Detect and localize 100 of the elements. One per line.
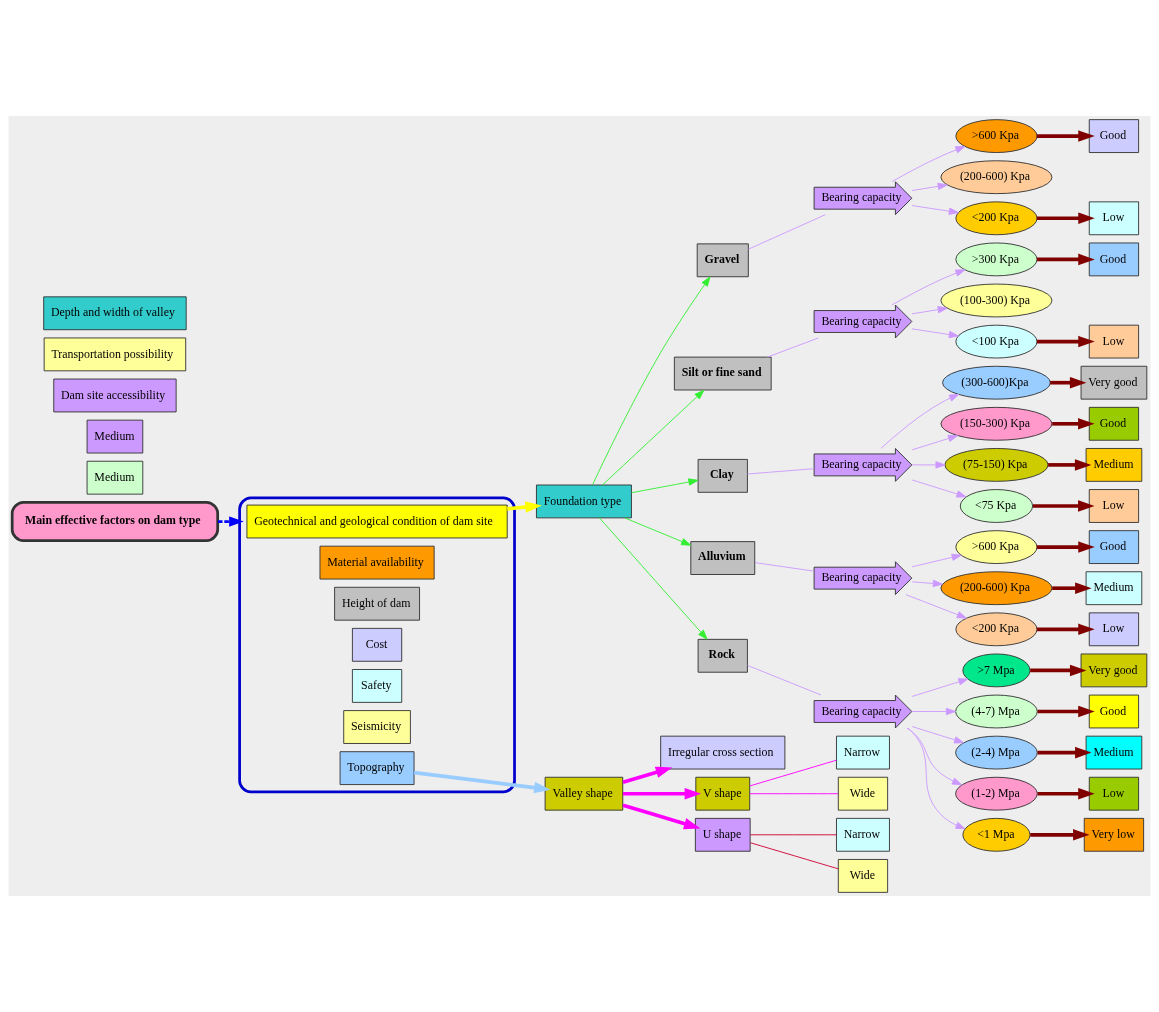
arrow: [911, 328, 959, 339]
connector: [754, 562, 815, 572]
node-box: Foundation type: [536, 484, 632, 519]
connector: [749, 759, 837, 787]
node-ellipse: <100 Kpa: [955, 324, 1038, 359]
arrow: [599, 517, 708, 640]
arrow: [1030, 829, 1090, 841]
node-box: Narrow: [836, 735, 890, 770]
arrow: [622, 803, 701, 830]
node-box: Material availability: [319, 545, 435, 580]
node-box: Good: [1088, 530, 1140, 564]
node-box: Clay: [697, 458, 748, 493]
arrow: [911, 553, 962, 568]
arrow: [1050, 376, 1087, 389]
arrow: [413, 770, 551, 794]
arrow: [622, 766, 673, 784]
arrow: [911, 726, 965, 744]
node-box: Very good: [1080, 365, 1148, 400]
arrow: [911, 479, 967, 498]
node-ellipse: <200 Kpa: [955, 201, 1038, 236]
node-ellipse: (200-600) Kpa: [940, 160, 1053, 195]
node-box: Good: [1088, 119, 1140, 153]
arrow: [602, 389, 705, 486]
node-box: Height of dam: [334, 586, 420, 621]
connector: [747, 214, 826, 250]
cluster: [238, 496, 516, 794]
node-box: Dam site accessibility: [53, 378, 177, 413]
arrow: [507, 501, 542, 513]
connector: [749, 834, 837, 836]
node-box: Very good: [1080, 653, 1148, 688]
arrow: [1037, 705, 1095, 718]
node-ellipse: >600 Kpa: [955, 530, 1038, 564]
node-box: Medium: [1085, 571, 1143, 606]
node-box: Medium: [86, 460, 144, 495]
arrow: [911, 205, 959, 215]
node-box: V shape: [695, 776, 751, 811]
node-box: Good: [1088, 242, 1140, 277]
node-box: Depth and width of valley: [43, 296, 187, 331]
connector: [747, 468, 815, 475]
arrow: [911, 182, 948, 191]
node-box: Low: [1088, 324, 1140, 359]
connector: [747, 664, 822, 696]
node-box: Silt or fine sand: [673, 356, 772, 391]
node-box: Narrow: [836, 817, 890, 852]
arrow: [592, 276, 711, 486]
arrow: [1037, 787, 1095, 800]
node-box: Low: [1088, 776, 1140, 811]
arrow: [623, 787, 702, 800]
node-box: Gravel: [696, 243, 749, 278]
arrow: [1036, 541, 1095, 553]
node-box: Medium: [86, 419, 144, 454]
arrow: [1052, 582, 1092, 594]
arrow: [911, 306, 948, 315]
arrow: [1033, 500, 1095, 512]
arrow: [911, 707, 956, 716]
node-box: Low: [1088, 612, 1140, 647]
arrow: [1036, 130, 1095, 142]
node-box: Irregular cross section: [660, 735, 786, 770]
node-box: Cost: [351, 627, 403, 662]
node-box: Good: [1088, 406, 1140, 441]
node-box: Rock: [697, 638, 748, 673]
node-box: Main effective factors on dam type: [10, 501, 220, 543]
arrow: [218, 516, 244, 527]
arrow: [911, 678, 969, 697]
node-ellipse: (1-2) Mpa: [955, 776, 1038, 811]
arrow: [1030, 664, 1087, 677]
arrow: [891, 269, 966, 306]
arrow: [1048, 459, 1092, 471]
arrow: [624, 517, 692, 546]
node-box: Very low: [1083, 817, 1145, 852]
arrow: [1036, 212, 1095, 225]
arrow: [1037, 746, 1092, 759]
arrow: [891, 146, 966, 183]
arrow: [631, 478, 699, 494]
node-box: Good: [1088, 694, 1140, 729]
arrow: [1052, 418, 1095, 430]
node-box: Geotechnical and geological condition of dam site: [246, 504, 508, 539]
arrow: [911, 579, 943, 588]
node-box: Wide: [837, 776, 889, 811]
arrow: [907, 727, 966, 830]
node-box: U shape: [694, 817, 751, 852]
arrow: [880, 393, 960, 449]
node-ellipse: (75-150) Kpa: [944, 448, 1049, 482]
node-ellipse: (100-300) Kpa: [940, 283, 1053, 318]
node-box: Seismicity: [343, 710, 411, 744]
node-ellipse: (4-7) Mpa: [955, 694, 1038, 729]
arrow: [906, 727, 963, 786]
node-box: Transportation possibility: [43, 337, 187, 372]
arrow: [911, 434, 959, 451]
arrow: [1036, 253, 1095, 266]
connector: [749, 793, 839, 795]
node-box: Topography: [339, 751, 415, 786]
node-box: Low: [1088, 201, 1140, 236]
arrow: [911, 461, 946, 469]
node-box: Medium: [1085, 735, 1143, 770]
node-box: Alluvium: [690, 541, 756, 575]
node-box: Safety: [351, 669, 403, 703]
node-box: Medium: [1085, 448, 1143, 482]
node-box: Valley shape: [544, 776, 624, 811]
arrow: [1036, 335, 1095, 348]
